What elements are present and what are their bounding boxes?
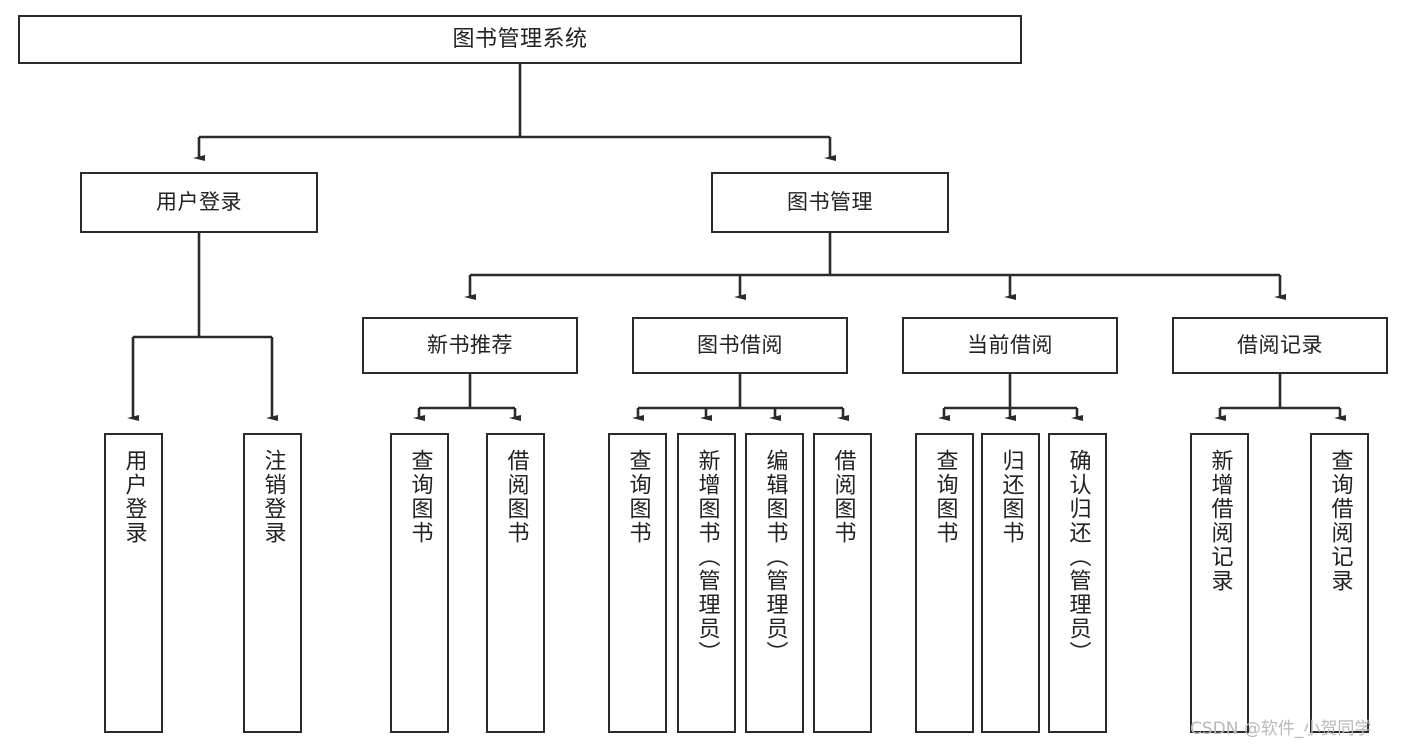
node-new-book-recommend-label: 新书推荐 (427, 333, 513, 358)
node-root-book-management-system[interactable]: 图书管理系统 (18, 15, 1022, 64)
leaf-current-borrow-query-label: 查询图书 (932, 449, 958, 545)
leaf-book-borrow-borrow[interactable]: 借阅图书 (813, 433, 872, 733)
leaf-user-login-logout-label: 注销登录 (260, 449, 286, 545)
leaf-current-borrow-return[interactable]: 归还图书 (981, 433, 1040, 733)
leaf-borrow-record-query-label: 查询借阅记录 (1327, 449, 1353, 593)
leaf-book-borrow-add[interactable]: 新增图书（管理员） (677, 433, 736, 733)
node-user-login[interactable]: 用户登录 (80, 172, 318, 233)
node-book-borrow[interactable]: 图书借阅 (632, 317, 848, 374)
node-user-login-label: 用户登录 (156, 190, 242, 215)
leaf-user-login-login[interactable]: 用户登录 (104, 433, 163, 733)
leaf-borrow-record-add-label: 新增借阅记录 (1207, 449, 1233, 593)
leaf-book-borrow-add-label: 新增图书（管理员） (694, 449, 720, 665)
leaf-book-borrow-edit-label: 编辑图书（管理员） (762, 449, 788, 665)
leaf-book-borrow-query[interactable]: 查询图书 (608, 433, 667, 733)
node-borrow-record[interactable]: 借阅记录 (1172, 317, 1388, 374)
leaf-borrow-record-query[interactable]: 查询借阅记录 (1310, 433, 1369, 733)
leaf-new-book-borrow[interactable]: 借阅图书 (486, 433, 545, 733)
leaf-current-borrow-confirm-return-label: 确认归还（管理员） (1065, 449, 1091, 665)
leaf-current-borrow-query[interactable]: 查询图书 (915, 433, 974, 733)
leaf-book-borrow-borrow-label: 借阅图书 (830, 449, 856, 545)
leaf-new-book-query[interactable]: 查询图书 (390, 433, 449, 733)
leaf-user-login-login-label: 用户登录 (121, 449, 147, 545)
node-book-management[interactable]: 图书管理 (711, 172, 949, 233)
node-current-borrow-label: 当前借阅 (967, 333, 1053, 358)
node-book-management-label: 图书管理 (787, 190, 873, 215)
leaf-current-borrow-confirm-return[interactable]: 确认归还（管理员） (1048, 433, 1107, 733)
node-current-borrow[interactable]: 当前借阅 (902, 317, 1118, 374)
node-borrow-record-label: 借阅记录 (1237, 333, 1323, 358)
leaf-book-borrow-query-label: 查询图书 (625, 449, 651, 545)
node-new-book-recommend[interactable]: 新书推荐 (362, 317, 578, 374)
leaf-current-borrow-return-label: 归还图书 (998, 449, 1024, 545)
leaf-user-login-logout[interactable]: 注销登录 (243, 433, 302, 733)
csdn-watermark: CSDN @软件_小贺同学 (1190, 719, 1372, 739)
leaf-borrow-record-add[interactable]: 新增借阅记录 (1190, 433, 1249, 733)
leaf-new-book-query-label: 查询图书 (407, 449, 433, 545)
node-book-borrow-label: 图书借阅 (697, 333, 783, 358)
node-root-label: 图书管理系统 (452, 26, 588, 52)
leaf-book-borrow-edit[interactable]: 编辑图书（管理员） (745, 433, 804, 733)
leaf-new-book-borrow-label: 借阅图书 (503, 449, 529, 545)
